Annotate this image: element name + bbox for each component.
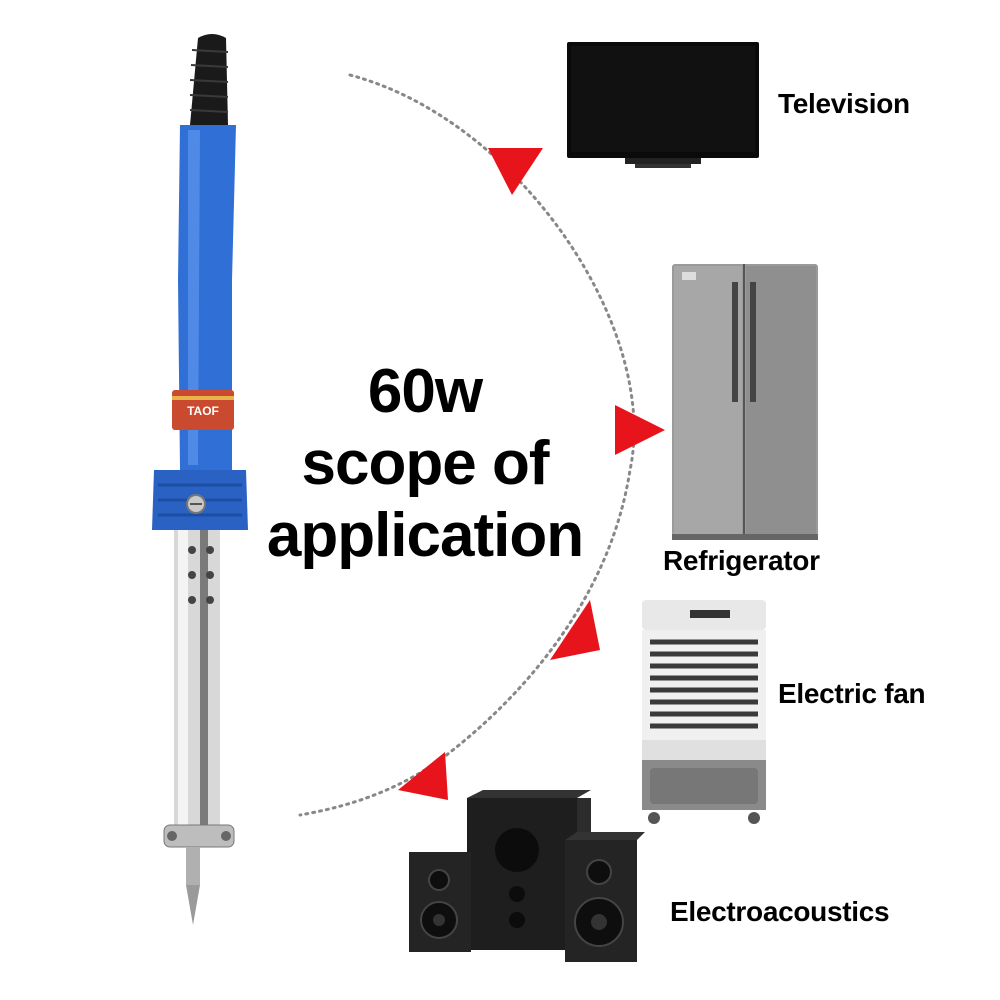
application-label-electroacoustics: Electroacoustics: [670, 896, 890, 927]
television-icon: [567, 42, 759, 168]
air-cooler-fan-icon: [642, 600, 766, 824]
arrow-electric-fan: [550, 600, 600, 660]
application-label-electric-fan: Electric fan: [778, 678, 926, 709]
arrow-television: [488, 148, 543, 195]
application-label-television: Television: [778, 88, 910, 119]
arrow-electroacoustics: [398, 752, 448, 800]
application-label-refrigerator: Refrigerator: [663, 545, 820, 576]
svg-text:TAOF: TAOF: [187, 404, 219, 418]
speaker-set-icon: [409, 790, 645, 962]
headline-line-2: scope of: [301, 429, 550, 498]
headline-line-3: application: [266, 501, 584, 570]
headline-line-1: 60w: [367, 357, 483, 426]
refrigerator-icon: [672, 264, 818, 540]
soldering-iron-icon: TAOF: [152, 34, 248, 925]
arrow-refrigerator: [615, 405, 665, 455]
